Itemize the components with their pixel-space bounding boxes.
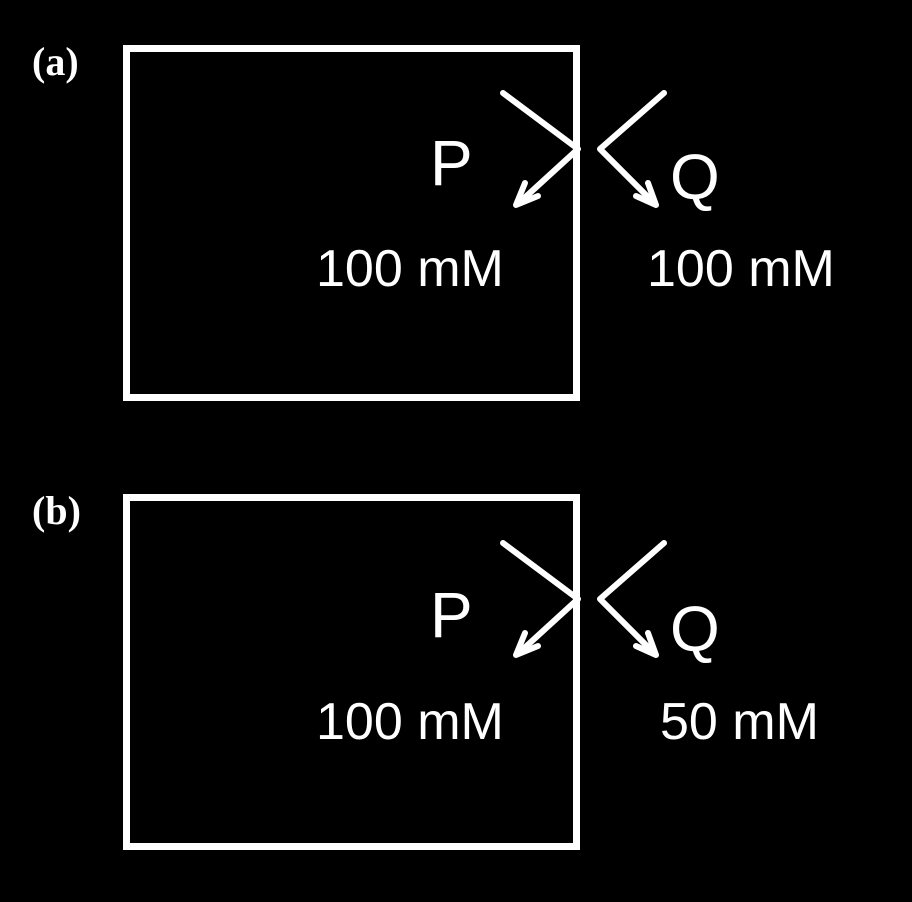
- panel-label: (b): [32, 488, 81, 533]
- p-arrow-head-icon: [513, 630, 541, 658]
- uptake-arrows: [500, 90, 667, 208]
- p-arrow-head-icon: [513, 180, 541, 208]
- q-arrow-icon: [597, 90, 667, 205]
- solute-q-concentration: 100 mM: [647, 240, 835, 298]
- solute-q-label: Q: [670, 593, 720, 665]
- solute-p-concentration: 100 mM: [316, 693, 504, 751]
- solute-q-label: Q: [670, 141, 720, 213]
- solute-p-label: P: [430, 127, 473, 199]
- solute-q-concentration: 50 mM: [660, 693, 819, 751]
- panel-a: (a) P Q 100 mM 100 mM: [32, 39, 835, 401]
- uptake-arrows: [500, 540, 667, 658]
- cell-boundary-box: [123, 494, 580, 850]
- q-arrow-head-icon: [633, 180, 659, 208]
- cell-boundary-box: [123, 45, 580, 401]
- panel-label: (a): [32, 39, 79, 84]
- p-arrow-icon: [500, 540, 581, 655]
- solute-p-label: P: [430, 579, 473, 651]
- panel-b: (b) P Q 100 mM 50 mM: [0, 451, 912, 902]
- q-arrow-icon: [597, 540, 667, 655]
- q-arrow-head-icon: [633, 630, 659, 658]
- solute-p-concentration: 100 mM: [316, 240, 504, 298]
- p-arrow-icon: [500, 90, 581, 205]
